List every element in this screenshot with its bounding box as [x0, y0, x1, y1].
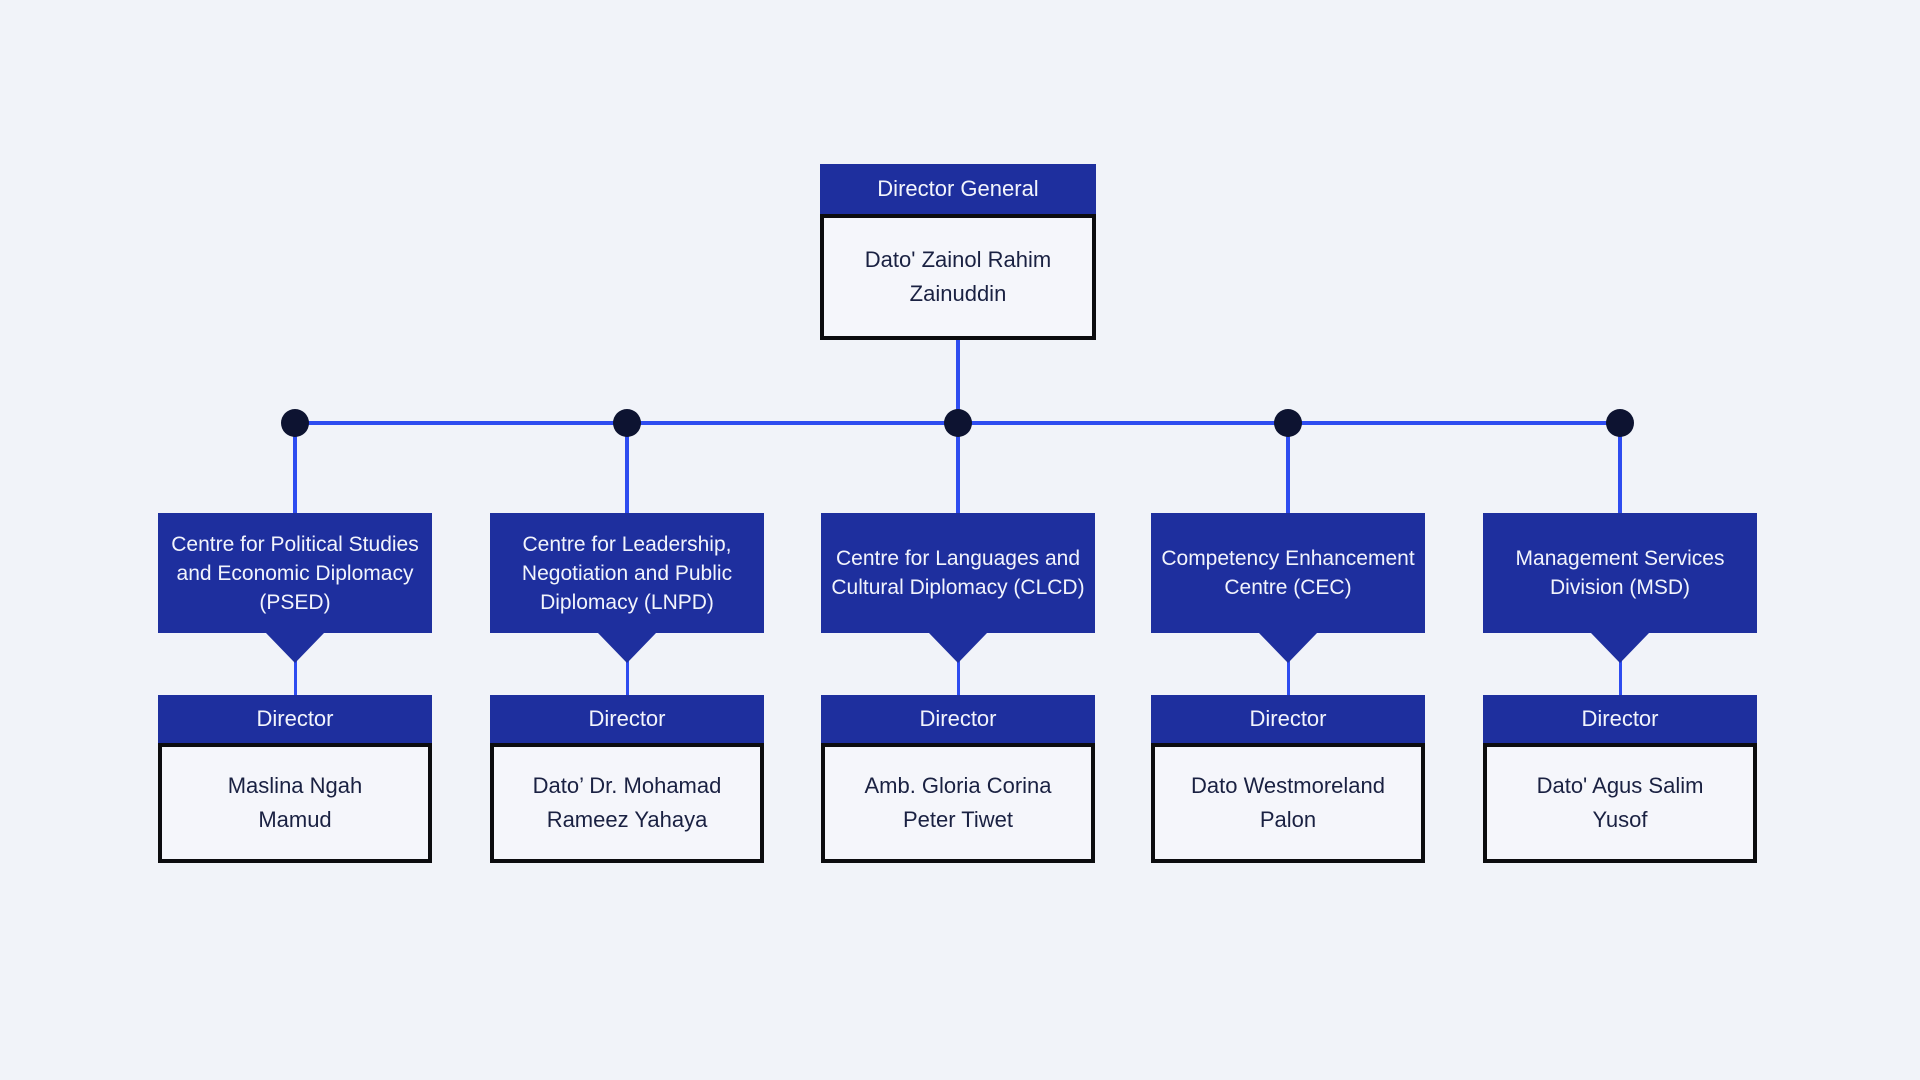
department-label: Competency Enhancement Centre (CEC) — [1161, 547, 1415, 599]
department-label: Centre for Leadership, Negotiation and P… — [521, 532, 733, 614]
department-tail-pointer — [266, 633, 324, 663]
department-box-cec: Competency Enhancement Centre (CEC) — [1151, 513, 1425, 633]
junction-dot — [944, 409, 972, 437]
connector-branch-vertical — [1286, 423, 1290, 513]
root-title-label: Director General — [877, 176, 1039, 201]
department-box-clcd: Centre for Languages and Cultural Diplom… — [821, 513, 1095, 633]
department-tail-pointer — [1259, 633, 1317, 663]
junction-dot — [613, 409, 641, 437]
director-name-label: Amb. Gloria Corina Peter Tiwet — [864, 773, 1052, 832]
director-name-label: Dato’ Dr. Mohamad Rameez Yahaya — [532, 773, 722, 832]
director-title-label: Director — [588, 706, 666, 731]
connector-tail-line — [293, 658, 297, 695]
department-box-psed: Centre for Political Studies and Economi… — [158, 513, 432, 633]
director-name-label: Dato Westmoreland Palon — [1190, 773, 1385, 832]
director-title-label: Director — [919, 706, 997, 731]
department-tail-pointer — [1591, 633, 1649, 663]
connector-branch-vertical — [625, 423, 629, 513]
director-name-card: Dato Westmoreland Palon — [1151, 743, 1425, 863]
department-tail-pointer — [598, 633, 656, 663]
director-name-card: Maslina Ngah Mamud — [158, 743, 432, 863]
connector-tail-line — [625, 658, 629, 695]
department-box-lnpd: Centre for Leadership, Negotiation and P… — [490, 513, 764, 633]
director-name-card: Amb. Gloria Corina Peter Tiwet — [821, 743, 1095, 863]
director-title-box: Director — [1483, 695, 1757, 743]
director-title-label: Director — [256, 706, 334, 731]
director-title-box: Director — [490, 695, 764, 743]
director-name-label: Maslina Ngah Mamud — [227, 773, 363, 832]
department-box-msd: Management Services Division (MSD) — [1483, 513, 1757, 633]
junction-dot — [1274, 409, 1302, 437]
root-title-box: Director General — [820, 164, 1096, 214]
director-title-box: Director — [158, 695, 432, 743]
department-label: Management Services Division (MSD) — [1515, 547, 1725, 599]
junction-dot — [1606, 409, 1634, 437]
junction-dot — [281, 409, 309, 437]
connector-tail-line — [956, 658, 960, 695]
connector-tail-line — [1618, 658, 1622, 695]
connector-root-vertical — [956, 340, 960, 425]
department-label: Centre for Languages and Cultural Diplom… — [831, 547, 1085, 599]
director-title-label: Director — [1581, 706, 1659, 731]
department-label: Centre for Political Studies and Economi… — [171, 532, 419, 614]
director-name-card: Dato’ Dr. Mohamad Rameez Yahaya — [490, 743, 764, 863]
director-title-box: Director — [1151, 695, 1425, 743]
connector-branch-vertical — [956, 423, 960, 513]
director-name-card: Dato' Agus Salim Yusof — [1483, 743, 1757, 863]
director-title-box: Director — [821, 695, 1095, 743]
connector-branch-vertical — [1618, 423, 1622, 513]
director-name-label: Dato' Agus Salim Yusof — [1536, 773, 1704, 832]
root-name-card: Dato' Zainol Rahim Zainuddin — [820, 214, 1096, 340]
connector-branch-vertical — [293, 423, 297, 513]
department-tail-pointer — [929, 633, 987, 663]
director-title-label: Director — [1249, 706, 1327, 731]
connector-tail-line — [1286, 658, 1290, 695]
root-name-label: Dato' Zainol Rahim Zainuddin — [864, 247, 1052, 306]
